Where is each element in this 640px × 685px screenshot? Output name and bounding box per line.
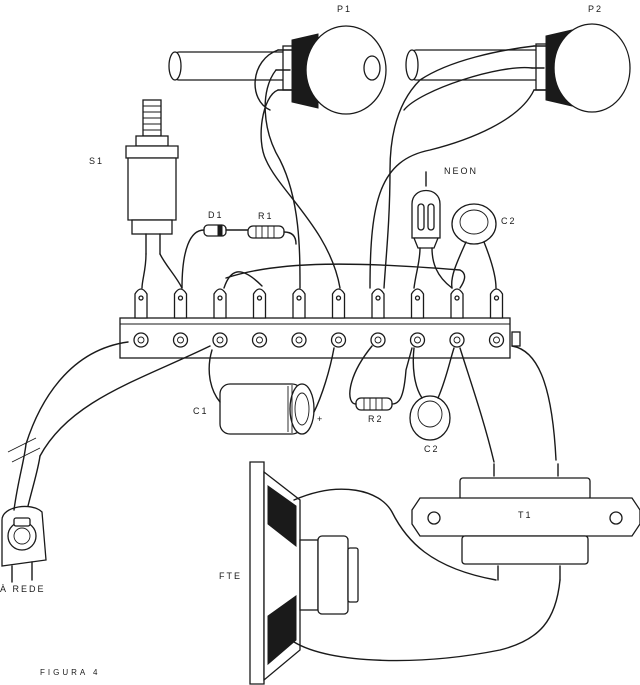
capacitor-c2-top	[451, 203, 497, 289]
label-c2-bottom: C2	[424, 444, 440, 454]
neon-lamp	[411, 171, 453, 289]
resistor-r1	[247, 225, 297, 245]
solder-lugs	[134, 288, 504, 319]
loudspeaker-fte	[249, 461, 561, 685]
resistor-r2	[349, 345, 413, 411]
label-r1: R1	[258, 211, 274, 221]
lug-hole	[375, 295, 381, 301]
label-p1: P1	[337, 4, 353, 14]
solder-lug	[450, 288, 464, 319]
diode-d1	[181, 224, 249, 289]
solder-lug	[410, 288, 425, 319]
wires	[141, 45, 557, 463]
terminal-screw	[330, 332, 347, 348]
lug-hole	[256, 295, 263, 301]
lug-hole	[296, 295, 302, 301]
ac-plug	[1, 341, 211, 583]
screw-head	[177, 336, 184, 344]
screw-head	[414, 336, 421, 344]
screw-head	[137, 336, 145, 344]
figure-caption: FIGURA 4	[40, 668, 101, 677]
label-p2: P2	[588, 4, 604, 14]
label-c2-top: C2	[501, 216, 517, 226]
lug-hole	[138, 295, 144, 301]
screw-head	[493, 336, 500, 344]
solder-lug	[489, 288, 504, 319]
capacitor-c1	[208, 347, 335, 435]
label-s1: S1	[89, 156, 105, 166]
screw-head	[295, 336, 303, 344]
screw-head	[453, 336, 461, 344]
solder-lug	[213, 288, 227, 319]
terminal-screw	[251, 332, 268, 348]
switch-s1	[125, 99, 179, 255]
terminal-screw	[488, 332, 505, 348]
solder-lug	[331, 288, 346, 319]
lug-hole	[177, 295, 184, 301]
solder-lug	[252, 288, 267, 319]
capacitor-c2-bottom	[409, 347, 455, 441]
terminal-screws	[133, 332, 505, 348]
terminal-screw	[212, 332, 228, 348]
label-r2: R2	[368, 414, 384, 424]
lug-hole	[454, 295, 460, 301]
terminal-screw	[370, 332, 386, 348]
solder-lug	[292, 288, 306, 319]
solder-lug	[134, 288, 148, 319]
potentiometer-p1	[168, 25, 387, 115]
screw-head	[374, 336, 382, 344]
terminal-screw	[449, 332, 465, 348]
label-rede: À REDE	[0, 584, 46, 594]
label-c1: C1	[193, 406, 209, 416]
terminal-screw	[291, 332, 307, 348]
label-c1-polarity: +	[317, 414, 325, 424]
lug-hole	[493, 295, 500, 301]
screw-head	[216, 336, 224, 344]
label-neon: NEON	[444, 166, 479, 176]
lug-hole	[335, 295, 342, 301]
solder-lug	[173, 288, 188, 319]
lug-hole	[414, 295, 421, 301]
terminal-screw	[133, 332, 149, 348]
lug-hole	[217, 295, 223, 301]
label-d1: D1	[208, 210, 224, 220]
screw-head	[335, 336, 342, 344]
terminal-screw	[409, 332, 426, 348]
transformer-t1	[411, 463, 640, 581]
label-t1: T1	[518, 510, 533, 520]
label-fte: FTE	[219, 571, 242, 581]
screw-head	[256, 336, 263, 344]
solder-lug	[371, 288, 385, 319]
potentiometer-p2	[405, 23, 631, 113]
terminal-screw	[172, 332, 189, 348]
